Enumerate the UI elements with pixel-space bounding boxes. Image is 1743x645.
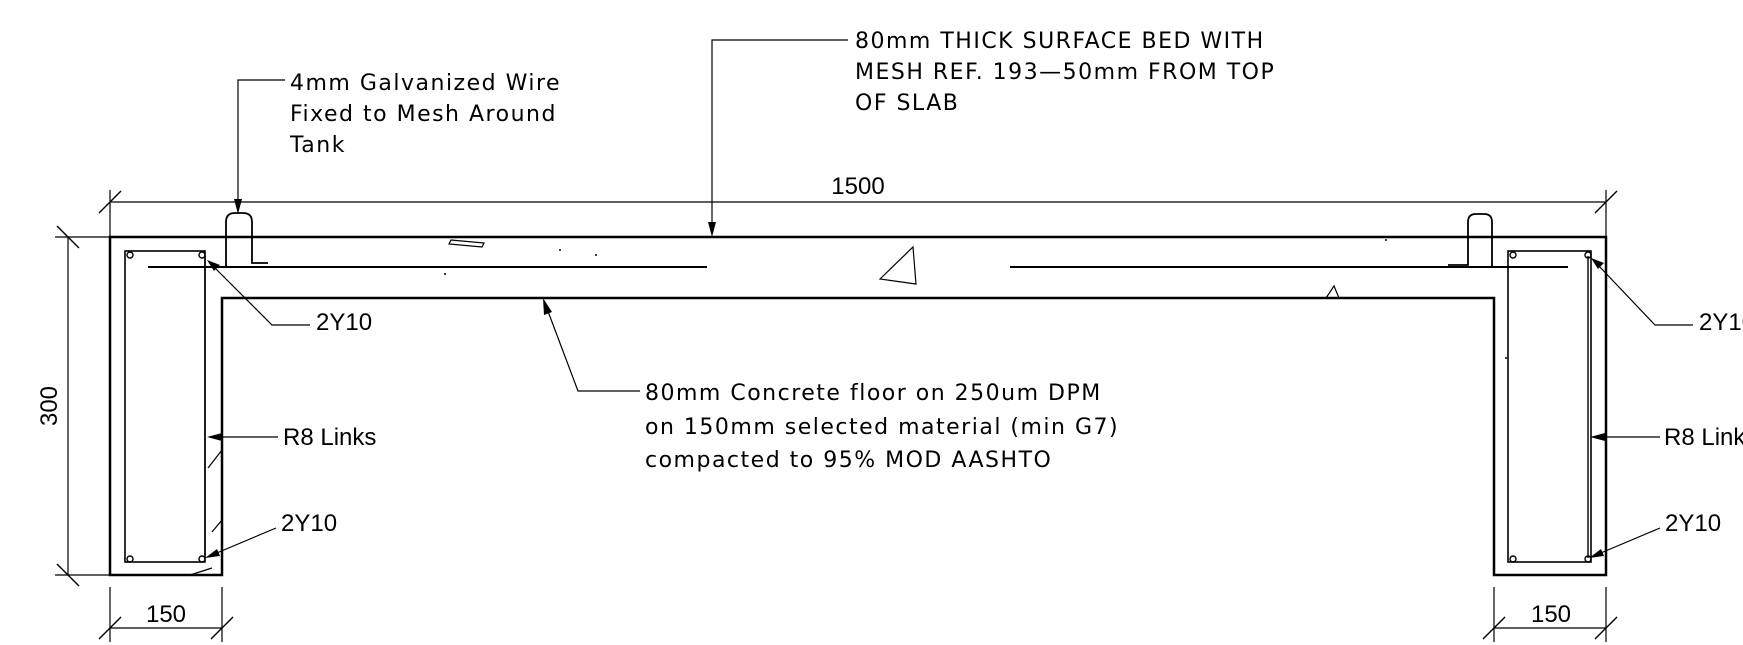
dim-height-tick-top	[56, 225, 80, 249]
dim-width-tick-right	[1594, 190, 1618, 214]
dim-right-beam-tick-l	[1482, 616, 1506, 640]
arrowhead	[1589, 549, 1604, 558]
label-right-links: R8 Links	[1664, 424, 1743, 451]
label-left-links: R8 Links	[283, 424, 376, 451]
left-bar-bl	[126, 555, 134, 563]
leader-left-top-bars	[213, 266, 310, 326]
aggregate-dot	[444, 273, 446, 275]
right-bar-tl	[1509, 251, 1517, 259]
arrowhead	[207, 433, 222, 441]
aggregate-dot	[595, 254, 597, 256]
arrowhead	[207, 260, 220, 271]
left-bar-tr	[198, 251, 206, 259]
arrowhead	[205, 549, 220, 558]
dim-left-beam-text: 150	[146, 601, 186, 628]
leader-wire	[237, 79, 285, 206]
left-bar-br	[198, 555, 206, 563]
left-link-outer	[124, 250, 206, 563]
note-wire: 4mm Galvanized Wire Fixed to Mesh Around…	[289, 71, 570, 158]
dim-right-beam-text: 150	[1531, 601, 1571, 628]
label-left-bottom-bars: 2Y10	[281, 510, 337, 537]
right-bar-br	[1584, 555, 1592, 563]
arrowhead	[708, 222, 716, 237]
dim-left-beam-tick-r	[210, 616, 234, 640]
aggregate-mark	[448, 239, 485, 248]
label-left-top-bars: 2Y10	[316, 309, 372, 336]
leader-surface-bed	[711, 39, 848, 229]
right-bar-bl	[1509, 555, 1517, 563]
arrowhead	[543, 298, 552, 315]
note-floor: 80mm Concrete floor on 250um DPM on 150m…	[645, 381, 1128, 473]
right-wire-hook	[1448, 213, 1493, 266]
arrowhead	[234, 199, 242, 214]
aggregate-mark	[189, 449, 223, 576]
arrowhead	[1591, 258, 1604, 269]
label-right-bottom-bars: 2Y10	[1665, 510, 1721, 537]
leader-right-top-bars	[1597, 264, 1693, 326]
right-bar-tr	[1584, 251, 1592, 259]
dim-width-tick-left	[98, 190, 122, 214]
aggregate-mark	[1325, 284, 1340, 299]
dim-height-text: 300	[36, 386, 63, 426]
arrowhead	[1590, 433, 1605, 441]
note-surface-bed: 80mm THICK SURFACE BED WITH MESH REF. 19…	[855, 29, 1284, 116]
label-right-top-bars: 2Y10	[1699, 309, 1743, 336]
dim-left-beam-tick-l	[98, 616, 122, 640]
dim-width-text: 1500	[831, 173, 884, 200]
leader-left-bottom-bars	[211, 527, 277, 556]
dim-height-tick-bottom	[56, 563, 80, 587]
left-bar-tl	[126, 251, 134, 259]
aggregate-dot	[1505, 357, 1507, 359]
aggregate-dot	[1385, 239, 1387, 241]
leader-floor	[545, 305, 640, 392]
leader-right-bottom-bars	[1595, 527, 1661, 556]
left-wire-hook	[225, 212, 268, 267]
aggregate-dot	[559, 249, 561, 251]
aggregate-mark	[878, 245, 917, 285]
dim-right-beam-tick-r	[1594, 616, 1618, 640]
right-link-outer	[1507, 250, 1592, 563]
